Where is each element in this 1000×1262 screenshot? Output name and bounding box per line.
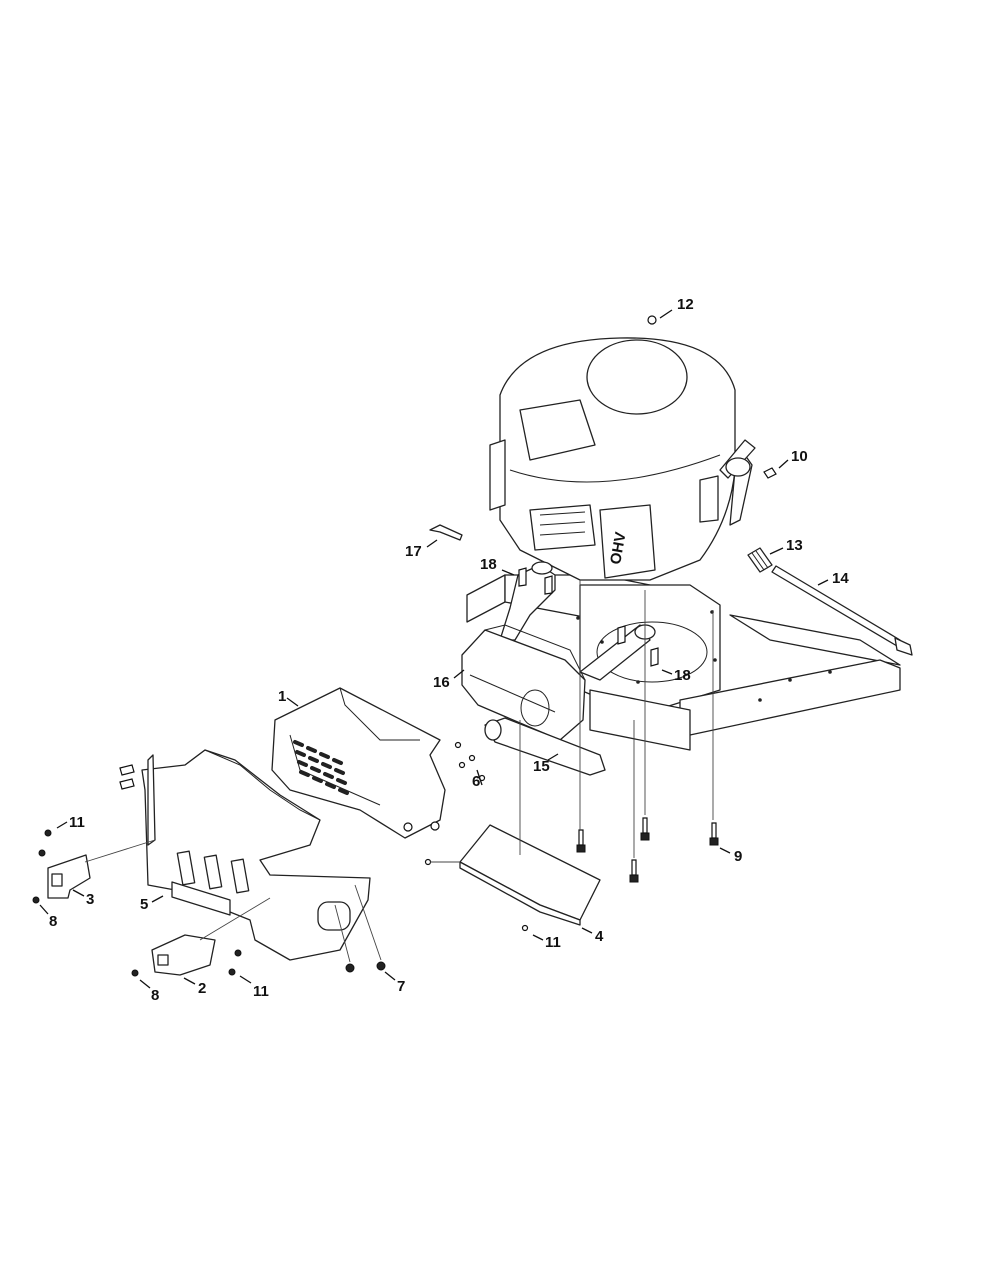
callout-18-lower: 18 (674, 667, 691, 684)
large-shield (141, 749, 371, 961)
callout-13: 13 (786, 537, 803, 554)
bracket-2 (151, 934, 216, 976)
callout-9: 9 (734, 848, 742, 865)
callout-5: 5 (140, 896, 148, 913)
callout-17: 17 (405, 543, 422, 560)
callout-16: 16 (433, 674, 450, 691)
callout-18-upper: 18 (480, 556, 497, 573)
fitting-13 (747, 547, 773, 573)
callout-8-left: 8 (49, 913, 57, 930)
leader-lines (39, 309, 829, 989)
callout-3: 3 (86, 891, 94, 908)
callout-8-lower: 8 (151, 987, 159, 1004)
plate-4 (459, 824, 601, 926)
callout-11-lower: 11 (253, 983, 269, 1000)
callout-2: 2 (198, 980, 206, 997)
callout-1: 1 (278, 688, 286, 705)
callout-14: 14 (832, 570, 849, 587)
callout-7: 7 (397, 978, 405, 995)
muffler-guard (271, 687, 446, 839)
exhaust-pipes (499, 561, 656, 681)
callout-15: 15 (533, 758, 550, 775)
hardware (32, 315, 777, 977)
callout-11-left: 11 (69, 814, 85, 831)
callout-10: 10 (791, 448, 808, 465)
bracket-3 (47, 854, 91, 899)
callout-numbers: 12 10 17 18 13 14 18 16 1 15 6 9 4 11 11… (49, 296, 849, 1004)
engine-ohv-label: OHV (607, 531, 629, 566)
callout-6: 6 (472, 773, 480, 790)
callout-4: 4 (595, 928, 604, 945)
assembly-guides (84, 580, 714, 963)
tail-pipe (484, 717, 606, 776)
dipstick-tube-14 (771, 565, 913, 656)
engine: OHV (489, 337, 756, 581)
muffler (461, 624, 586, 741)
callout-12: 12 (677, 296, 694, 313)
callout-11-plate: 11 (545, 934, 561, 951)
